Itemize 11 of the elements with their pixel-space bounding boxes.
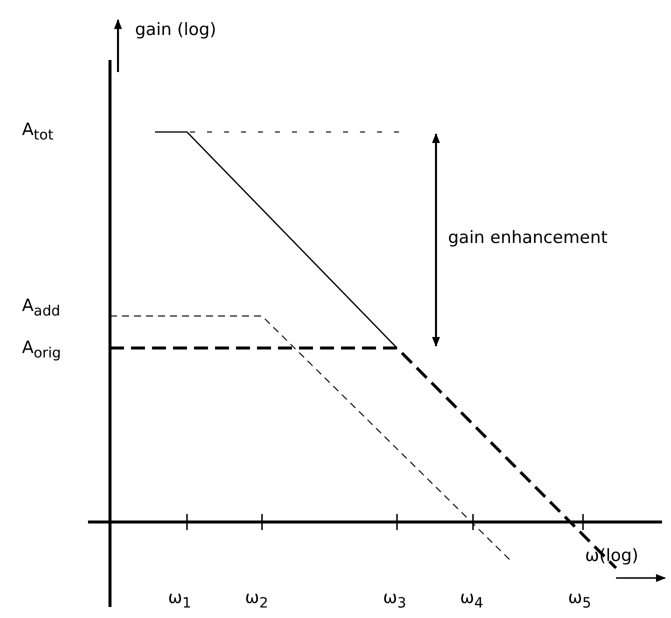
tick-label: ω$_{3}$ xyxy=(383,590,406,611)
tick-label: ω$_{4}$ xyxy=(460,590,484,611)
tick-label: ω$_{1}$ xyxy=(168,590,192,611)
axis-label: ω(log) xyxy=(585,548,638,565)
gain-level-label: A$_{tot}$ xyxy=(22,122,54,143)
tick-label: ω$_{2}$ xyxy=(245,590,268,611)
gain-level-label: A$_{orig}$ xyxy=(22,340,62,361)
annotation: gain enhancement xyxy=(448,230,608,247)
gain-level-label: A$_{add}$ xyxy=(22,298,60,319)
tick-label: ω$_{5}$ xyxy=(568,590,592,611)
axis-label: gain (log) xyxy=(135,22,216,39)
